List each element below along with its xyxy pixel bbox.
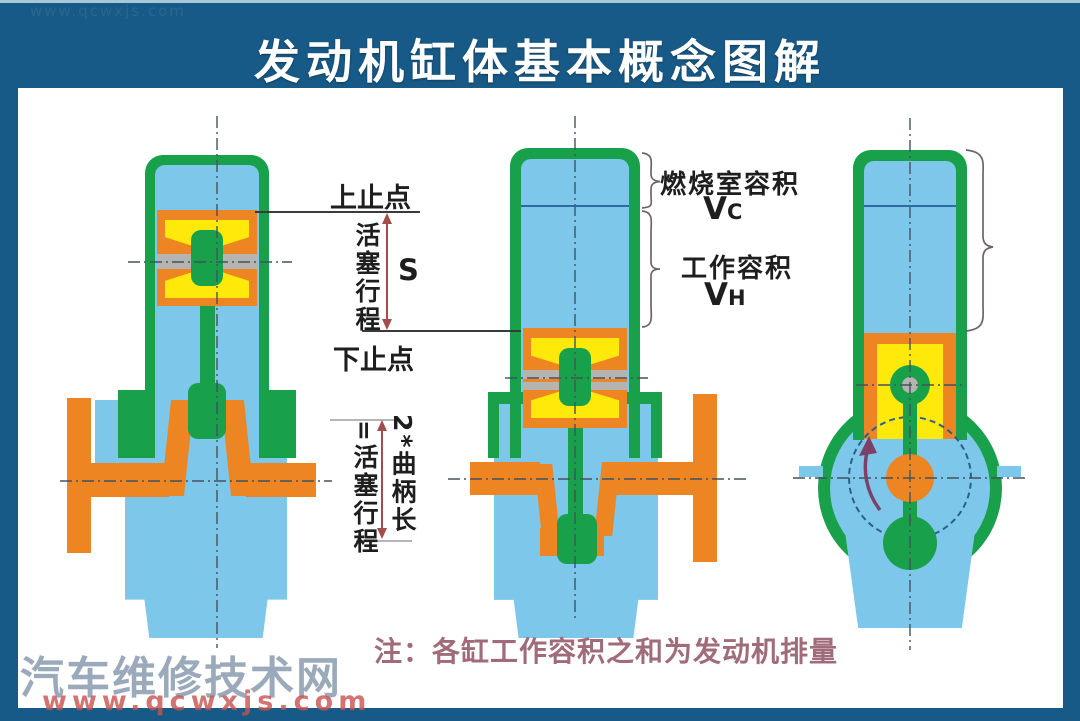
vc-symbol-v: V [703, 191, 727, 227]
right-rod-big-end [883, 516, 937, 570]
right-crankpin-journal [886, 454, 934, 502]
left-crankpin [188, 383, 226, 439]
top-watermark: www.qcwxjs.com [30, 2, 186, 20]
crank-length-column-label: 2*曲柄长 [388, 414, 417, 535]
top-edge-highlight [0, 0, 1080, 3]
middle-piston-pin-boss [559, 348, 591, 406]
left-connecting-rod [200, 280, 215, 410]
combustion-chamber-volume-label: 燃烧室容积 [660, 170, 801, 200]
site-watermark: 汽车维修技术网 [20, 653, 342, 704]
tdc-label: 上止点 [330, 183, 411, 214]
left-crank-flange [67, 398, 91, 553]
left-block-deck-left [118, 390, 150, 458]
equals-stroke-column-label: =活塞行程 [350, 420, 379, 556]
middle-block-wall-left [488, 392, 499, 458]
piston-stroke-vertical-label: 活塞行程 [352, 222, 381, 334]
left-block-deck-right [264, 390, 296, 458]
right-wrist-pin-center [902, 377, 918, 393]
middle-connecting-rod [568, 424, 583, 524]
vh-symbol: VH [704, 277, 746, 313]
left-piston-pin-boss [191, 230, 223, 286]
page-title: 发动机缸体基本概念图解 [254, 35, 826, 89]
vh-symbol-v: V [704, 277, 728, 313]
vh-symbol-sub: H [728, 286, 746, 310]
left-crank-journal-left [89, 463, 169, 497]
bdc-label: 下止点 [333, 345, 414, 376]
vc-symbol-sub: C [727, 200, 743, 224]
middle-crank-journal-left [470, 462, 540, 495]
vc-symbol: VC [703, 191, 742, 227]
left-crank-journal-right [246, 463, 316, 497]
middle-crank-flange [693, 394, 717, 562]
right-bearing-tab-left [799, 466, 823, 477]
stroke-symbol-label: S [398, 253, 419, 287]
working-volume-label: 工作容积 [681, 254, 794, 284]
right-bearing-tab-right [997, 466, 1021, 477]
site-url-watermark: www.qcwxjs.com [42, 686, 372, 717]
middle-crankpin [557, 514, 597, 564]
footnote: 注：各缸工作容积之和为发动机排量 [374, 635, 839, 668]
middle-block-wall-right [651, 392, 662, 458]
